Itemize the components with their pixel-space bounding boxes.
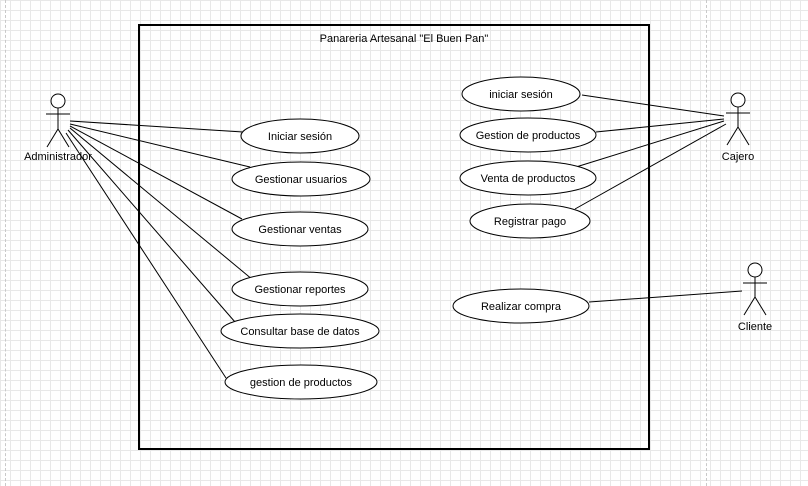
association-lines (65, 94, 743, 379)
svg-text:iniciar sesión: iniciar sesión (489, 89, 553, 101)
assoc-cliente-realizar-compra[interactable] (588, 290, 743, 303)
actor-cajero[interactable] (726, 92, 750, 146)
use-case-gestionar-ventas[interactable]: Gestionar ventas (231, 211, 369, 247)
svg-text:Gestionar reportes: Gestionar reportes (254, 284, 346, 296)
assoc-cajero-gestion-productos[interactable] (595, 118, 725, 133)
svg-text:Venta de productos: Venta de productos (481, 173, 576, 185)
use-case-registrar-pago[interactable]: Registrar pago (469, 203, 591, 239)
use-case-iniciar-sesion[interactable]: Iniciar sesión (240, 118, 360, 154)
page-guide-right (706, 0, 707, 486)
use-case-consultar-base-de-datos[interactable]: Consultar base de datos (220, 313, 380, 349)
use-case-gestionar-reportes[interactable]: Gestionar reportes (231, 271, 369, 307)
actor-head-icon (730, 92, 746, 108)
svg-text:Registrar pago: Registrar pago (494, 216, 566, 228)
svg-text:Iniciar sesión: Iniciar sesión (268, 131, 332, 143)
assoc-admin-gestion-productos[interactable] (65, 132, 227, 379)
use-case-venta-de-productos[interactable]: Venta de productos (459, 160, 597, 196)
use-case-realizar-compra[interactable]: Realizar compra (452, 288, 590, 324)
assoc-cajero-registrar-pago[interactable] (574, 123, 727, 210)
svg-text:Gestionar ventas: Gestionar ventas (258, 224, 342, 236)
actor-cajero-label: Cajero (722, 151, 754, 163)
use-case-cajero-gestion-de-productos[interactable]: Gestion de productos (459, 117, 597, 153)
assoc-cajero-iniciar-sesion[interactable] (581, 94, 725, 117)
assoc-admin-gestionar-reportes[interactable] (69, 127, 254, 281)
system-title: Panareria Artesanal "El Buen Pan" (320, 33, 489, 45)
svg-text:Gestion de productos: Gestion de productos (476, 130, 581, 142)
actor-cliente[interactable] (743, 262, 767, 316)
actor-head-icon (747, 262, 763, 278)
actor-administrador-label: Administrador (24, 151, 92, 163)
assoc-admin-gestionar-usuarios[interactable] (69, 123, 251, 168)
assoc-admin-iniciar-sesion[interactable] (69, 120, 244, 133)
actor-head-icon (50, 93, 66, 109)
system-boundary[interactable] (138, 24, 650, 450)
actor-cliente-label: Cliente (738, 321, 772, 333)
use-case-gestion-de-productos[interactable]: gestion de productos (224, 364, 378, 400)
svg-text:gestion de productos: gestion de productos (250, 377, 353, 389)
svg-text:Realizar compra: Realizar compra (481, 301, 562, 313)
svg-text:Gestionar usuarios: Gestionar usuarios (255, 174, 348, 186)
assoc-admin-consultar-base[interactable] (67, 129, 236, 323)
actor-administrador[interactable] (46, 93, 70, 148)
assoc-admin-gestionar-ventas[interactable] (69, 125, 243, 220)
use-case-cajero-iniciar-sesion[interactable]: iniciar sesión (461, 76, 581, 112)
svg-text:Consultar base de datos: Consultar base de datos (240, 326, 360, 338)
use-case-gestionar-usuarios[interactable]: Gestionar usuarios (231, 161, 371, 197)
page-guide-left (5, 0, 6, 486)
